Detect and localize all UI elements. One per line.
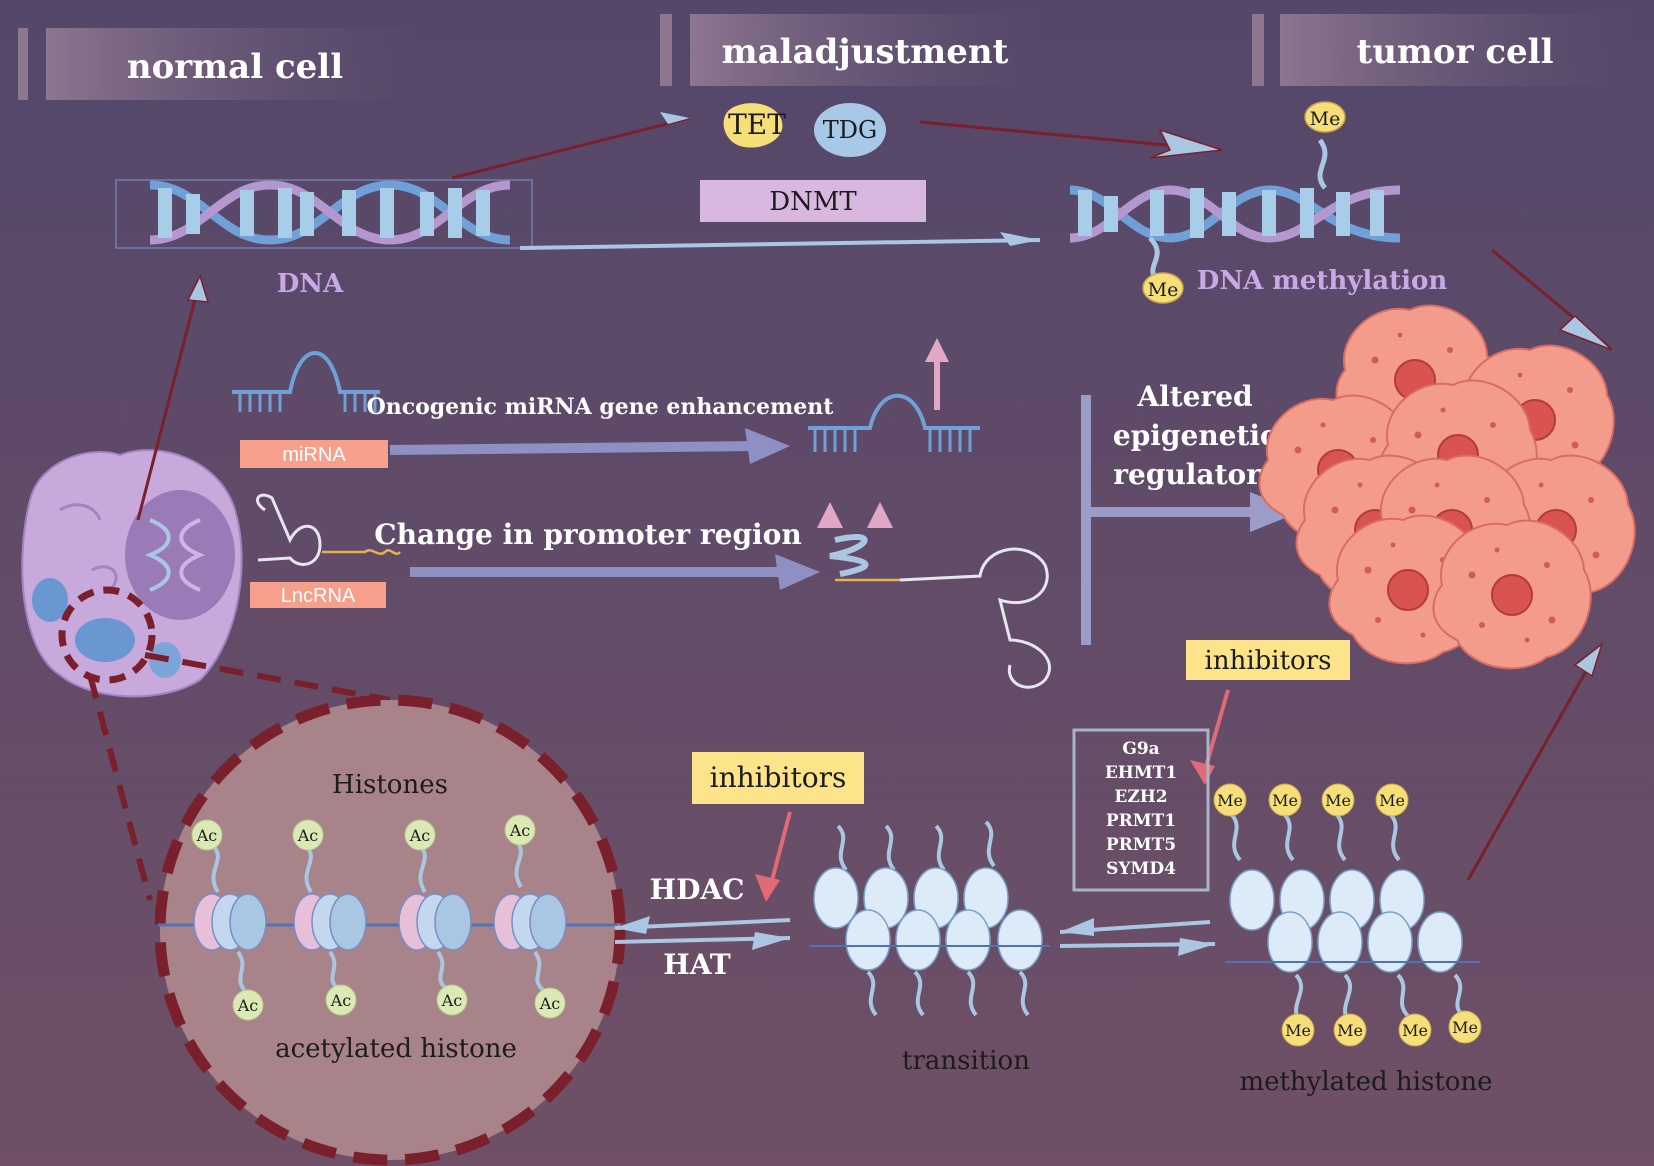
header-normal-cell: normal cell — [18, 28, 416, 100]
ac-label: Ac — [196, 826, 218, 845]
ac-label: Ac — [539, 994, 561, 1013]
mirna-row: miRNA Oncogenic miRNA gene enhancement — [232, 338, 980, 468]
inhibitors-right: inhibitors — [1186, 640, 1350, 785]
altered-line-1: Altered — [1136, 380, 1252, 413]
me-bottom: Me — [1148, 279, 1179, 301]
hdac-label: HDAC — [650, 873, 745, 906]
ac-label: Ac — [509, 821, 531, 840]
methylated-histones: Me Me Me Me Me Me Me Me methylated histo… — [1213, 783, 1493, 1097]
me-label: Me — [1325, 791, 1351, 810]
ac-label: Ac — [409, 826, 431, 845]
up-arrow-icon — [925, 338, 949, 362]
tdg-enzyme: TDG — [814, 103, 886, 157]
enzyme-symd4: SYMD4 — [1106, 859, 1176, 879]
zoom-line-right — [144, 652, 391, 703]
normal-cell — [21, 449, 243, 698]
methylated-dna: Me Me DNA methylation — [1069, 101, 1448, 304]
methylated-histone-label: methylated histone — [1239, 1067, 1492, 1097]
acetyl-nucleosome — [398, 893, 472, 951]
dnmt-box: DNMT — [700, 180, 926, 222]
header-normal-text: normal cell — [127, 47, 343, 87]
lncrna-row: LncRNA Change in promoter region — [250, 493, 1052, 689]
tet-enzyme: TET — [723, 103, 786, 148]
tdg-label: TDG — [823, 116, 877, 144]
dna-arrows — [451, 112, 1223, 250]
arrow-histone-to-tumor — [1466, 649, 1600, 881]
me-label: Me — [1337, 1021, 1363, 1040]
histones-label: Histones — [332, 770, 448, 800]
lncrna-text: Change in promoter region — [374, 518, 801, 551]
ac-label: Ac — [441, 991, 463, 1010]
dna-label: DNA — [277, 269, 344, 299]
mirna-tag: miRNA — [282, 444, 346, 466]
ac-label: Ac — [330, 991, 352, 1010]
transition-label: transition — [902, 1046, 1030, 1076]
dna-double-helix: DNA — [115, 179, 533, 299]
triangle-icon — [817, 502, 843, 528]
enzyme-prmt5: PRMT5 — [1106, 835, 1176, 855]
header-maladjustment-text: maladjustment — [722, 32, 1009, 72]
enzyme-prmt1: PRMT1 — [1106, 811, 1176, 831]
enzyme-ehmt1: EHMT1 — [1105, 763, 1177, 783]
transition-histones: transition — [810, 820, 1050, 1076]
arrow-cell-to-dna-head — [186, 273, 210, 303]
arrow-to-tumor-top-head — [1558, 314, 1613, 351]
enzyme-g9a: G9a — [1122, 739, 1159, 759]
altered-line-2: epigenetic — [1113, 419, 1277, 452]
me-label: Me — [1217, 791, 1243, 810]
me-label: Me — [1402, 1021, 1428, 1040]
triangle-icon — [867, 502, 893, 528]
header-tumor-text: tumor cell — [1357, 32, 1554, 72]
methylation-arrows — [1059, 918, 1216, 956]
arrow-cell-to-dna — [136, 279, 202, 521]
acetyl-nucleosome — [493, 893, 567, 951]
arrow-histone-to-tumor-head — [1573, 641, 1604, 678]
acetylated-histone-label: acetylated histone — [275, 1034, 517, 1064]
me-label: Me — [1272, 791, 1298, 810]
me-top: Me — [1310, 108, 1341, 130]
me-label: Me — [1379, 791, 1405, 810]
dnmt-label: DNMT — [769, 187, 857, 217]
lncrna-tag: LncRNA — [281, 585, 356, 607]
zoom-line-left — [87, 674, 153, 901]
hat-label: HAT — [663, 948, 731, 981]
hdac-hat-arrows — [614, 916, 791, 950]
mirna-text: Oncogenic miRNA gene enhancement — [367, 394, 835, 420]
inhibitors-right-label: inhibitors — [1205, 646, 1332, 676]
ac-label: Ac — [297, 826, 319, 845]
dna-methylation-label: DNA methylation — [1197, 266, 1448, 296]
header-tumor-cell: tumor cell — [1252, 14, 1630, 86]
acetylated-histone-panel: Histones — [154, 694, 626, 1166]
histone-enzyme-list: G9a EHMT1 EZH2 PRMT1 PRMT5 SYMD4 — [1072, 728, 1210, 892]
me-label: Me — [1285, 1021, 1311, 1040]
altered-line-3: regulators — [1113, 458, 1276, 491]
me-label: Me — [1452, 1018, 1478, 1037]
header-maladjustment: maladjustment — [660, 14, 1040, 86]
enzyme-ezh2: EZH2 — [1114, 787, 1167, 807]
altered-regulators: Altered epigenetic regulators — [1081, 380, 1300, 645]
ac-label: Ac — [237, 996, 259, 1015]
zoom-circle — [58, 586, 156, 684]
acetyl-nucleosome — [293, 893, 367, 951]
tet-label: TET — [728, 108, 786, 141]
inhibitors-left-label: inhibitors — [710, 761, 847, 794]
inhibitors-left: inhibitors — [692, 752, 864, 902]
acetyl-nucleosome — [193, 893, 267, 951]
